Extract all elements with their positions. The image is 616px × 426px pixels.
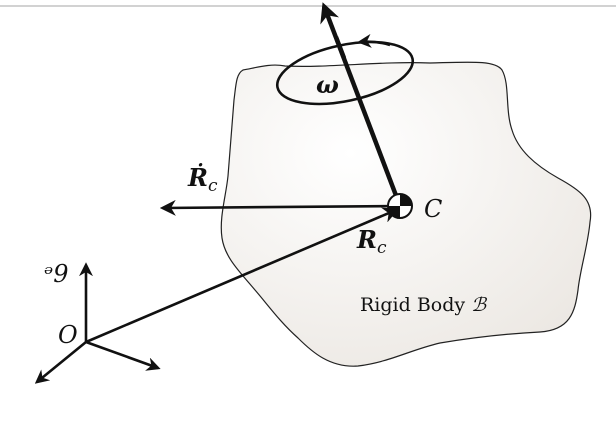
- position-vector-label: Rc: [356, 225, 387, 258]
- body-label-symbol: ℬ: [471, 294, 488, 316]
- velocity-vector-subscript: c: [208, 176, 218, 196]
- frame-axis-right: [85, 340, 161, 371]
- position-vector-symbol: R: [356, 225, 377, 254]
- frame-label: ᵊ9: [44, 260, 69, 288]
- axis-overlap: [333, 36, 347, 59]
- velocity-vector-symbol: Ṙ: [187, 163, 208, 192]
- body-label-text: Rigid Body: [360, 294, 465, 316]
- position-vector-subscript: c: [377, 238, 387, 258]
- body-label: Rigid Body ℬ: [360, 294, 488, 316]
- omega-label: ω: [316, 70, 339, 99]
- velocity-vector-arrow: [159, 199, 401, 216]
- velocity-vector-label: Ṙc: [187, 163, 218, 196]
- position-vector-arrow: [85, 207, 399, 344]
- rotation-direction-arrow: [357, 33, 391, 48]
- origin-label: O: [58, 321, 78, 349]
- center-of-mass-icon: [387, 193, 413, 219]
- frame-axis-left: [34, 340, 87, 384]
- center-label: C: [424, 195, 442, 223]
